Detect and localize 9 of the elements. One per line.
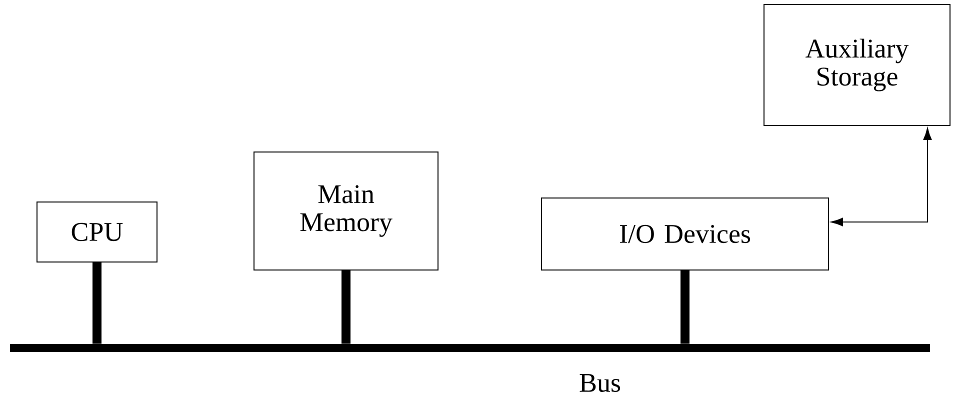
bus-connector xyxy=(342,270,350,344)
component-box: Main Memory xyxy=(254,152,438,270)
component-box: CPU xyxy=(36,202,158,262)
bus-connector xyxy=(680,270,690,344)
bus-label: Bus xyxy=(580,374,620,392)
arrow xyxy=(830,128,932,226)
bus-connector xyxy=(92,262,102,344)
component-box: I/O Devices xyxy=(541,198,829,270)
component-box: Auxiliary Storage xyxy=(764,4,950,126)
